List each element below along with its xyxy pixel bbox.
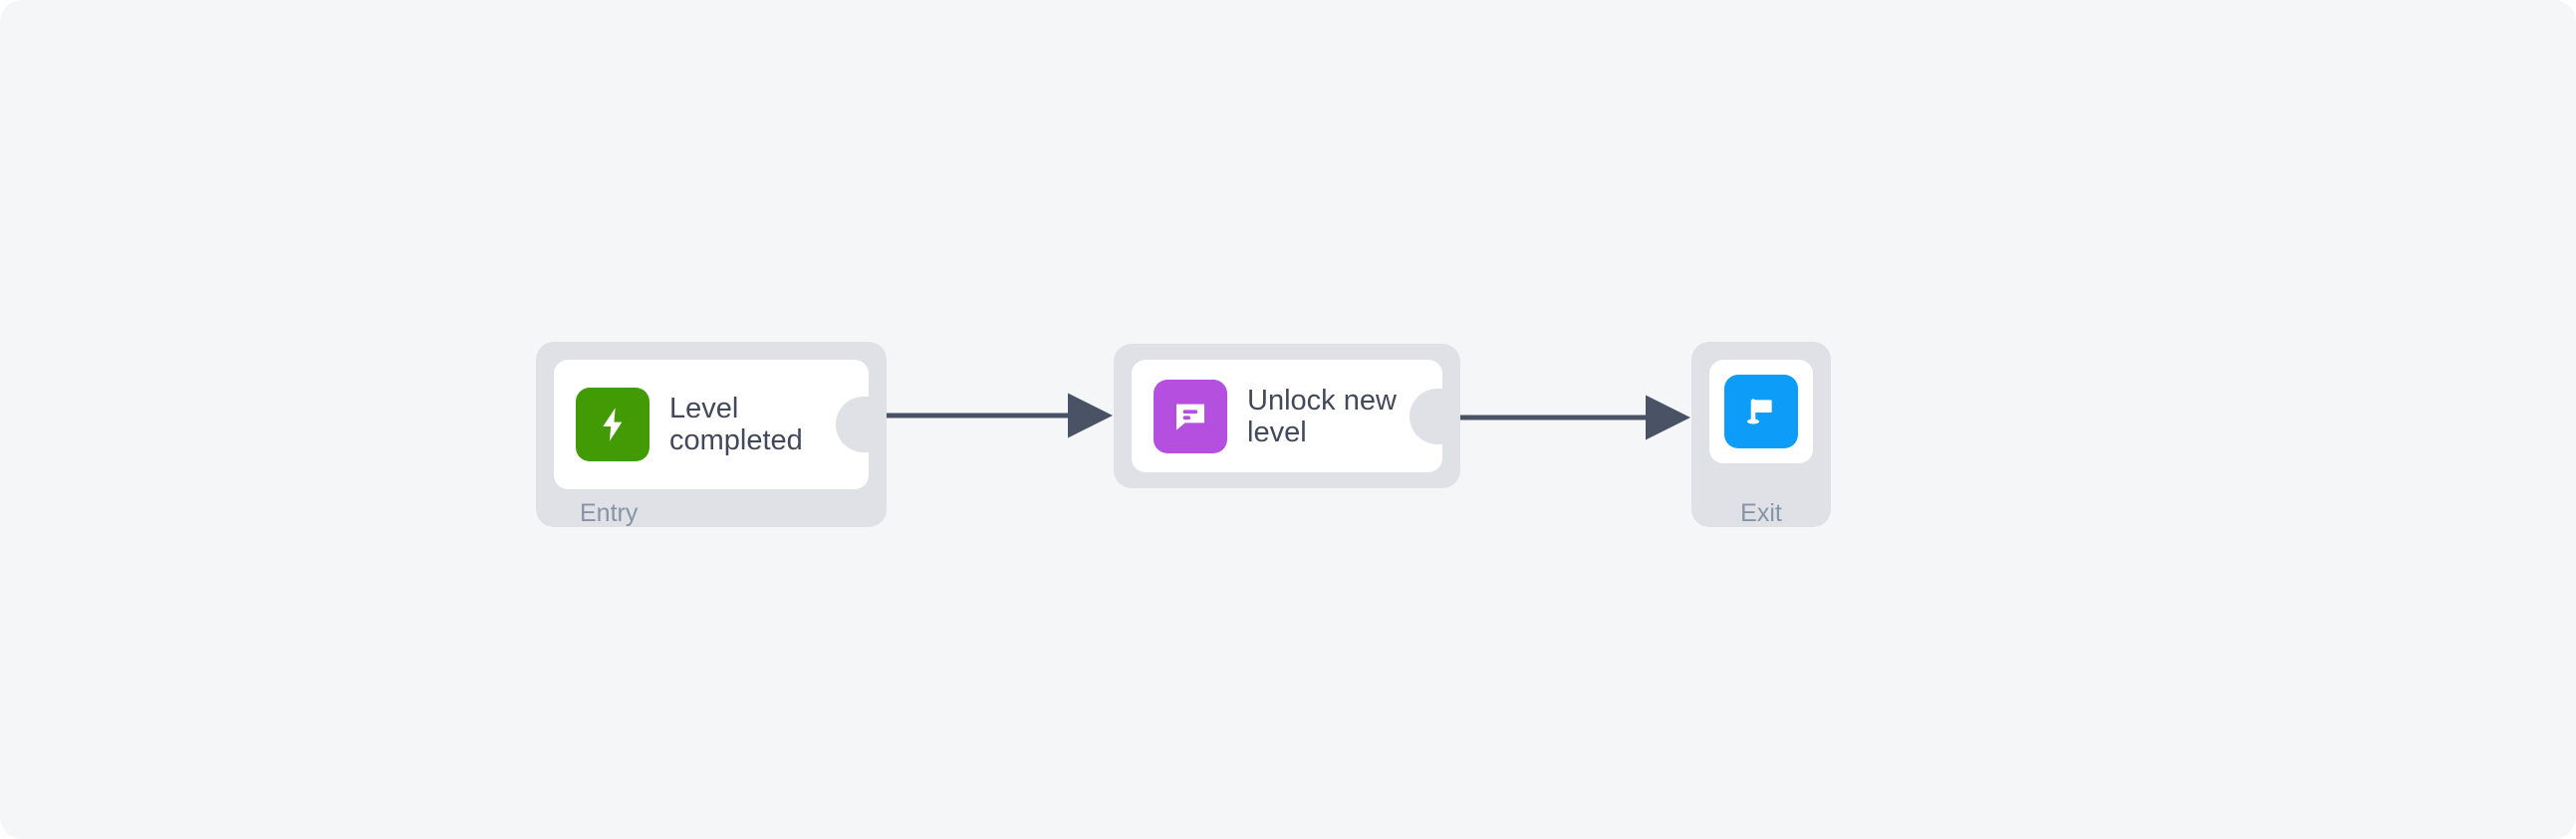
flow-node-unlock[interactable]: Unlock new level [1114, 344, 1460, 488]
chat-message-icon [1154, 379, 1227, 453]
flow-node-entry-title: Level completed [669, 393, 803, 456]
flow-node-entry-label: Entry [580, 499, 639, 527]
lightning-bolt-icon [576, 388, 649, 461]
flow-node-unlock-card[interactable]: Unlock new level [1132, 360, 1443, 472]
flow-node-entry-card[interactable]: Level completed [554, 360, 870, 489]
flow-node-exit-label: Exit [1740, 499, 1782, 527]
flow-node-exit-card[interactable] [1709, 360, 1813, 463]
flag-icon [1724, 375, 1798, 448]
edge-entry-unlock[interactable] [858, 393, 1113, 438]
flow-node-unlock-title: Unlock new level [1247, 384, 1397, 448]
edge-unlock-exit[interactable] [1431, 395, 1690, 440]
flow-node-exit[interactable]: Exit [1691, 342, 1831, 527]
flow-node-entry[interactable]: Level completed Entry [536, 342, 887, 527]
